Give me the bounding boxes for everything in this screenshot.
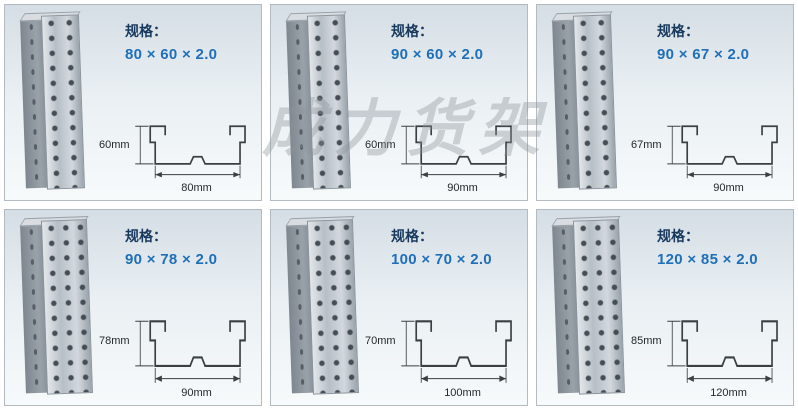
- cross-section-drawing: [135, 320, 246, 383]
- height-dimension-line: [401, 320, 420, 367]
- upright-photo: [284, 216, 374, 398]
- cross-section-drawing: [401, 125, 512, 179]
- height-dimension-line: [667, 320, 686, 367]
- spec-text-block: 规格： 90 × 78 × 2.0: [125, 226, 217, 271]
- height-dimension-label: 85mm: [631, 335, 662, 348]
- spec-card: 规格： 90 × 78 × 2.0 78mm 90mm: [4, 209, 262, 406]
- height-dimension-line: [401, 125, 420, 165]
- profile-outline: [681, 320, 778, 367]
- upright-photo: [284, 11, 374, 193]
- height-dimension-label: 60mm: [365, 139, 396, 151]
- spec-text-block: 规格： 90 × 67 × 2.0: [657, 21, 749, 66]
- height-dimension-label: 70mm: [365, 335, 396, 348]
- cross-section-drawing: [667, 320, 778, 383]
- cross-section-drawing: [401, 320, 512, 383]
- spec-card: 规格： 100 × 70 × 2.0 70mm 100mm: [270, 209, 528, 406]
- width-dimension-label: 90mm: [181, 387, 212, 399]
- width-dimension-label: 90mm: [713, 182, 744, 194]
- spec-value: 80 × 60 × 2.0: [125, 45, 218, 63]
- width-dimension-label: 80mm: [181, 182, 212, 194]
- cross-section-diagram: 60mm 80mm: [97, 94, 255, 194]
- spec-heading: 规格：: [391, 228, 433, 244]
- profile-outline: [681, 125, 778, 165]
- cross-section-diagram: 70mm 100mm: [363, 283, 521, 399]
- spec-heading: 规格：: [391, 23, 433, 39]
- upright-front-face: [306, 14, 351, 190]
- spec-heading: 规格：: [657, 228, 699, 244]
- spec-heading: 规格：: [125, 23, 167, 39]
- height-dimension-line: [667, 125, 686, 165]
- width-dimension-line: [686, 165, 773, 179]
- cross-section-diagram: 85mm 120mm: [629, 283, 787, 399]
- spec-text-block: 规格： 120 × 85 × 2.0: [657, 226, 758, 271]
- cross-section-diagram: 67mm 90mm: [629, 94, 787, 194]
- upright-photo: [18, 216, 108, 398]
- upright-photo: [550, 216, 640, 398]
- spec-value: 90 × 78 × 2.0: [125, 250, 218, 268]
- height-dimension-label: 67mm: [631, 139, 662, 151]
- spec-value: 90 × 67 × 2.0: [657, 45, 750, 63]
- spec-heading: 规格：: [125, 228, 167, 244]
- upright-front-face: [306, 219, 359, 395]
- spec-heading: 规格：: [657, 23, 699, 39]
- upright-front-face: [40, 14, 85, 190]
- width-dimension-line: [154, 368, 241, 383]
- spec-card: 规格： 80 × 60 × 2.0 60mm 80mm: [4, 4, 262, 201]
- spec-card: 规格： 90 × 67 × 2.0 67mm 90mm: [536, 4, 794, 201]
- cross-section-drawing: [667, 125, 778, 179]
- width-dimension-line: [686, 368, 773, 383]
- upright-front-face: [572, 219, 625, 395]
- spec-value: 100 × 70 × 2.0: [391, 250, 492, 268]
- profile-outline: [415, 125, 512, 165]
- spec-text-block: 规格： 80 × 60 × 2.0: [125, 21, 217, 66]
- cross-section-drawing: [135, 125, 246, 179]
- spec-card: 规格： 120 × 85 × 2.0 85mm 120mm: [536, 209, 794, 406]
- spec-value: 120 × 85 × 2.0: [657, 250, 758, 268]
- cross-section-diagram: 60mm 90mm: [363, 94, 521, 194]
- cross-section-diagram: 78mm 90mm: [97, 283, 255, 399]
- spec-text-block: 规格： 90 × 60 × 2.0: [391, 21, 483, 66]
- spec-value: 90 × 60 × 2.0: [391, 45, 484, 63]
- width-dimension-line: [420, 368, 507, 383]
- height-dimension-line: [135, 320, 154, 367]
- width-dimension-label: 120mm: [710, 387, 747, 399]
- width-dimension-label: 100mm: [444, 387, 481, 399]
- spec-text-block: 规格： 100 × 70 × 2.0: [391, 226, 492, 271]
- upright-photo: [550, 11, 640, 193]
- profile-outline: [149, 125, 246, 165]
- upright-front-face: [572, 14, 617, 190]
- profile-outline: [149, 320, 246, 367]
- upright-photo: [18, 11, 108, 193]
- width-dimension-line: [420, 165, 507, 179]
- height-dimension-label: 60mm: [99, 139, 130, 151]
- profile-outline: [415, 320, 512, 367]
- spec-card: 规格： 90 × 60 × 2.0 60mm 90mm: [270, 4, 528, 201]
- upright-front-face: [40, 219, 93, 395]
- height-dimension-label: 78mm: [99, 335, 130, 348]
- width-dimension-label: 90mm: [447, 182, 478, 194]
- width-dimension-line: [154, 165, 241, 179]
- height-dimension-line: [135, 125, 154, 165]
